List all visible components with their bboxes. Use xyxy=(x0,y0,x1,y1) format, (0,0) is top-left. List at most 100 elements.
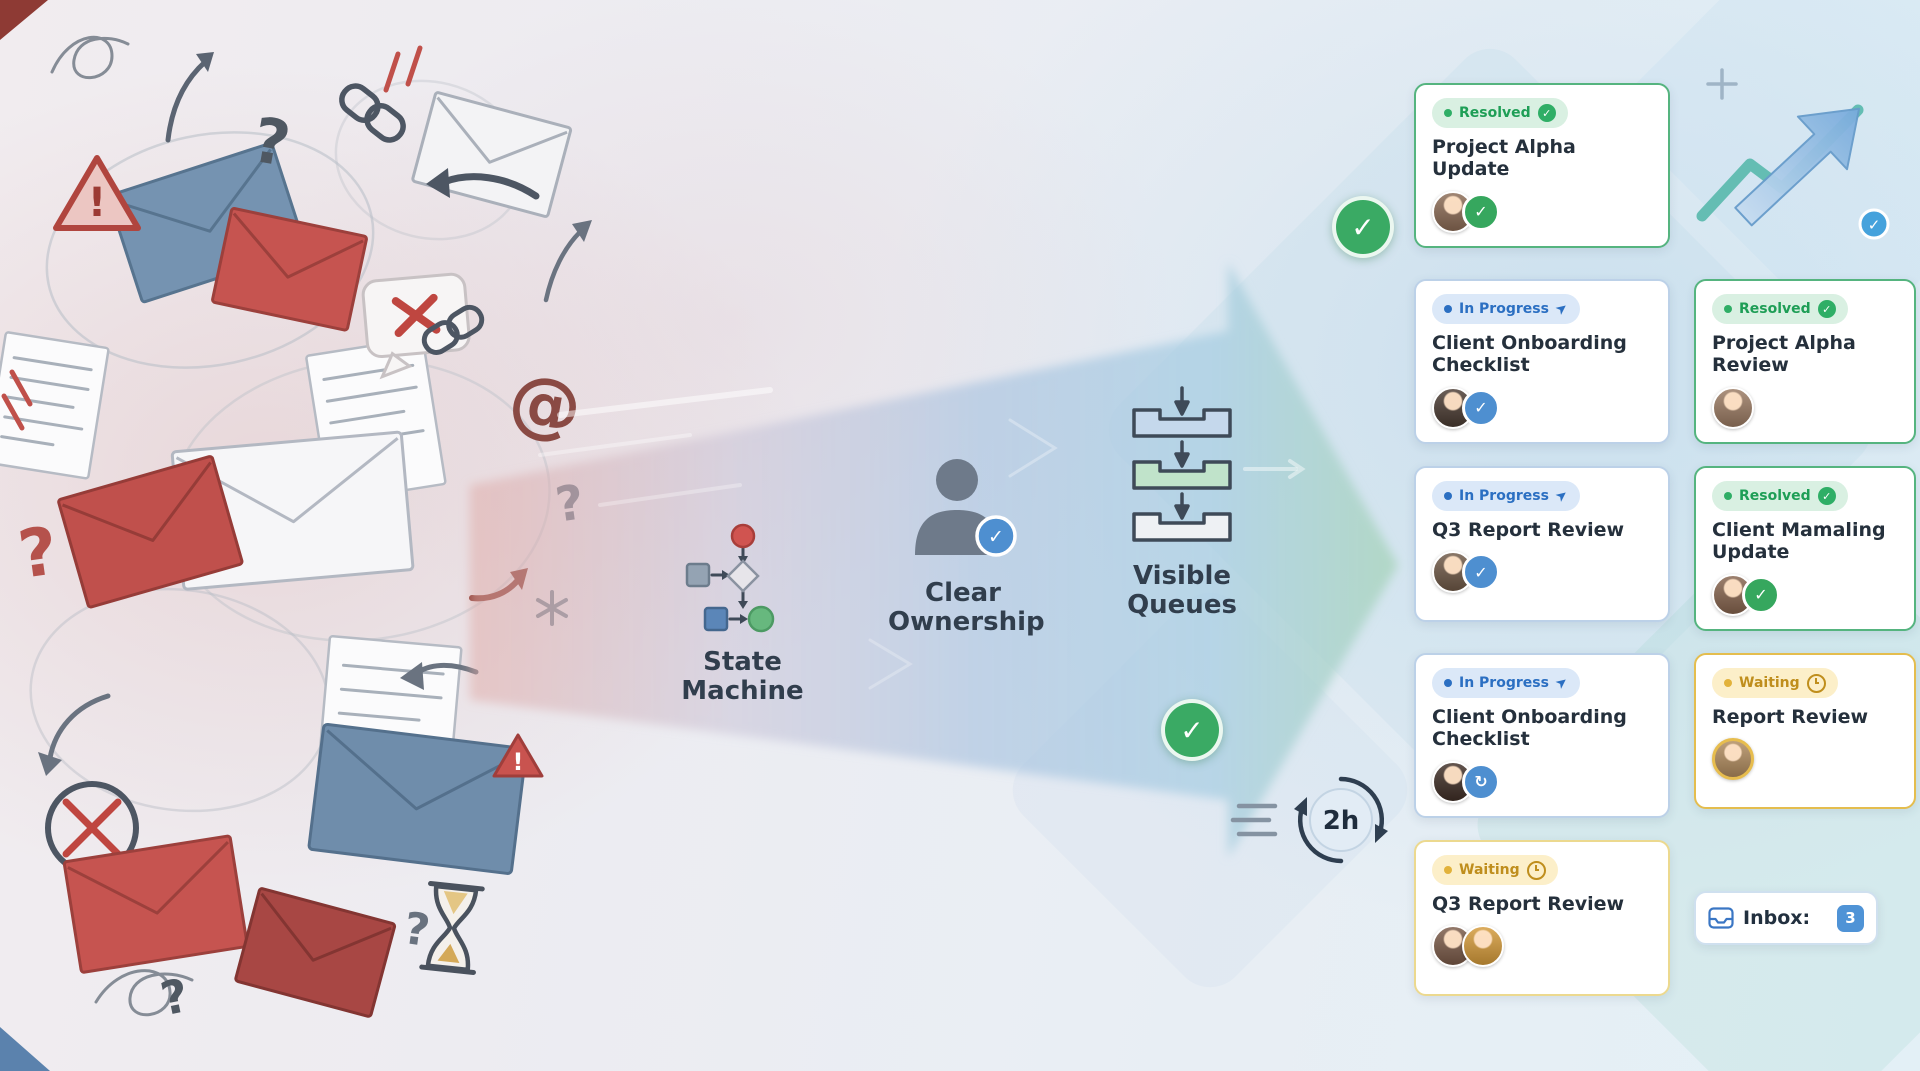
task-card-inprogress-client-onboarding-2: In Progress ➤ Client Onboarding Checklis… xyxy=(1414,653,1670,818)
avatar xyxy=(1462,925,1504,968)
growth-arrow-icon xyxy=(1734,107,1861,227)
task-card-resolved-project-alpha-review: Resolved ✓ Project Alpha Review xyxy=(1694,279,1916,444)
check-icon: ✓ xyxy=(1537,104,1556,122)
status-badge: Resolved ✓ xyxy=(1712,481,1848,511)
hourglass-icon xyxy=(419,881,485,975)
ownership-check-badge: ✓ xyxy=(975,515,1017,557)
avatar-row: ↻ xyxy=(1432,760,1652,803)
card-title: Q3 Report Review xyxy=(1432,893,1625,915)
question-mark: ? xyxy=(552,474,587,533)
forward-arrow-icon: ➤ xyxy=(1552,673,1572,693)
inbox-count-badge: 3 xyxy=(1837,904,1864,932)
doodle-arrow xyxy=(426,168,540,200)
avatar-check-badge: ✓ xyxy=(1462,553,1500,592)
avatar xyxy=(1712,738,1754,781)
at-symbol-icon: @ xyxy=(503,356,588,451)
inbox-icon xyxy=(1708,907,1734,929)
svg-text:✓: ✓ xyxy=(988,526,1004,548)
check-icon: ✓ xyxy=(1817,300,1836,318)
status-label: Resolved xyxy=(1459,105,1531,121)
big-check-icon: ✓ xyxy=(1332,196,1394,258)
status-badge: In Progress ➤ xyxy=(1432,481,1580,511)
avatar-check-badge: ✓ xyxy=(1462,388,1500,427)
status-badge: Waiting xyxy=(1712,668,1838,698)
task-card-resolved-project-alpha-update: Resolved ✓ Project Alpha Update ✓ xyxy=(1414,83,1670,248)
chaos-pile: ! @ ? ? xyxy=(0,35,592,1026)
avatar-row xyxy=(1712,386,1898,429)
red-slash-marks xyxy=(1,369,33,431)
corner-accent-top-left xyxy=(0,0,48,40)
task-card-inprogress-client-onboarding: In Progress ➤ Client Onboarding Checklis… xyxy=(1414,279,1670,444)
card-title: Report Review xyxy=(1712,706,1869,728)
avatar xyxy=(1712,386,1754,429)
question-mark: ? xyxy=(401,903,433,957)
envelope-icon xyxy=(307,722,528,875)
speech-bubble-error-icon xyxy=(361,272,471,380)
doodle-arrow xyxy=(400,662,479,690)
person-icon: ✓ xyxy=(915,459,1017,557)
sla-2h-badge: 2h xyxy=(1230,776,1388,864)
clock-icon xyxy=(1526,860,1546,880)
growth-trend-illustration: ✓ xyxy=(1696,68,1890,240)
pipeline-step-clear-ownership: ✓ Clear Ownership xyxy=(868,453,1058,637)
task-card-waiting-q3-report: Waiting Q3 Report Review xyxy=(1414,840,1670,996)
card-title: Q3 Report Review xyxy=(1432,519,1625,541)
status-label: Waiting xyxy=(1459,862,1520,878)
state-machine-label: State Machine xyxy=(681,647,804,707)
avatar-sync-badge: ↻ xyxy=(1462,762,1500,801)
avatar-row xyxy=(1712,738,1898,781)
status-badge: In Progress ➤ xyxy=(1432,668,1580,698)
document-icon xyxy=(0,331,110,480)
envelope-icon xyxy=(411,91,573,218)
card-title: Project Alpha Review xyxy=(1712,332,1856,377)
task-card-waiting-report-review: Waiting Report Review xyxy=(1694,653,1916,809)
inbox-counter-widget: Inbox: 3 xyxy=(1694,891,1878,945)
exclamation-mark: ! xyxy=(513,748,524,776)
status-dot xyxy=(1724,492,1732,500)
envelope-icon xyxy=(62,834,249,974)
big-check-icon: ✓ xyxy=(1161,699,1223,761)
speed-lines xyxy=(1230,803,1278,837)
status-label: In Progress xyxy=(1459,675,1549,691)
task-card-resolved-client-mamaling-update: Resolved ✓ Client Mamaling Update ✓ xyxy=(1694,466,1916,631)
asterisk-scribble xyxy=(536,590,568,626)
svg-text:✓: ✓ xyxy=(1868,216,1881,234)
status-badge: Waiting xyxy=(1432,855,1558,885)
status-dot xyxy=(1444,305,1452,313)
card-title: Client Mamaling Update xyxy=(1712,519,1886,564)
doodle-arrow xyxy=(38,693,111,776)
card-title: Client Onboarding Checklist xyxy=(1432,706,1627,751)
avatar-row: ✓ xyxy=(1432,551,1652,594)
status-badge: Resolved ✓ xyxy=(1712,294,1848,324)
state-machine-icon xyxy=(685,523,774,633)
pipeline-step-visible-queues: Visible Queues xyxy=(1092,384,1272,620)
queue-trays-icon xyxy=(1132,386,1232,542)
envelope-icon xyxy=(234,887,397,1018)
status-badge: Resolved ✓ xyxy=(1432,98,1568,128)
scribble xyxy=(50,35,194,1017)
pipeline-step-state-machine: State Machine xyxy=(655,520,830,706)
task-card-inprogress-q3-report: In Progress ➤ Q3 Report Review ✓ xyxy=(1414,466,1670,622)
avatar-row: ✓ xyxy=(1432,386,1652,429)
status-dot xyxy=(1444,866,1452,874)
status-dot xyxy=(1724,305,1732,313)
sparkle-icon xyxy=(1706,68,1738,100)
envelope-icon xyxy=(211,207,368,332)
warning-triangle-icon: ! xyxy=(53,155,141,231)
inbox-label: Inbox: xyxy=(1743,907,1811,929)
doodle-arrow xyxy=(165,52,214,143)
avatar-row: ✓ xyxy=(1432,190,1652,233)
status-label: In Progress xyxy=(1459,301,1549,317)
question-mark: ? xyxy=(247,103,295,181)
growth-check-icon: ✓ xyxy=(1858,208,1890,240)
card-title: Project Alpha Update xyxy=(1432,136,1576,181)
doodle-arrow xyxy=(543,220,592,303)
clear-ownership-label: Clear Ownership xyxy=(888,578,1045,638)
question-mark: ? xyxy=(14,512,63,594)
avatar-check-badge: ✓ xyxy=(1462,192,1500,231)
avatar-check-badge: ✓ xyxy=(1742,575,1780,614)
status-label: Resolved xyxy=(1739,488,1811,504)
status-dot xyxy=(1444,492,1452,500)
avatar-row: ✓ xyxy=(1712,573,1898,616)
